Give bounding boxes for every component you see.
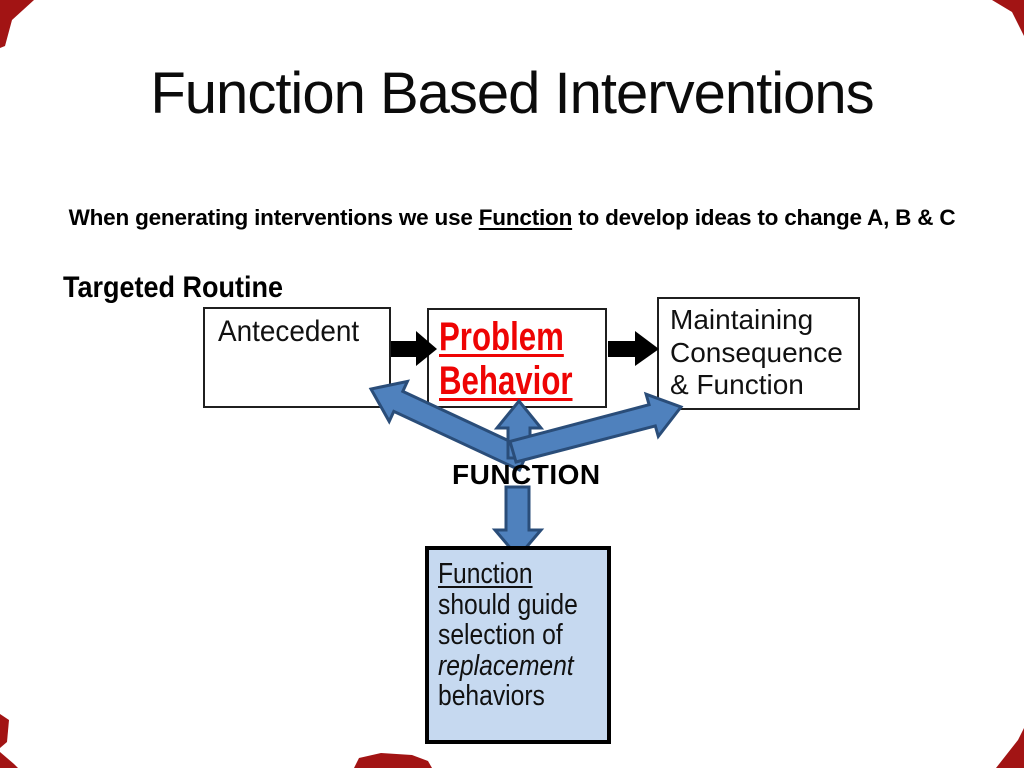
info-line-should-guide: should guide [438, 588, 578, 621]
corner-ornament-top-left [0, 0, 34, 48]
corner-ornament-bottom-left [0, 752, 18, 768]
edge-ornament-bottom [354, 753, 432, 768]
subtitle-function-underlined: Function [478, 205, 573, 230]
info-line-function: Function [438, 558, 533, 590]
targeted-routine-label: Targeted Routine [63, 271, 284, 304]
corner-ornament-top-right [992, 0, 1024, 36]
edge-ornament-left [0, 714, 9, 748]
problem-line: Problem [439, 315, 564, 359]
maintaining-consequence-box: Maintaining Consequence & Function [657, 297, 860, 410]
behavior-line: Behavior [439, 359, 573, 403]
function-arrow-up-icon [493, 398, 545, 460]
flow-arrow-problem-to-maintaining-icon [608, 331, 659, 366]
slide-title: Function Based Interventions [150, 61, 874, 126]
info-line-selection-of: selection of [438, 619, 563, 651]
antecedent-box: Antecedent [203, 307, 391, 408]
antecedent-label: Antecedent [218, 315, 360, 348]
subtitle-line: When generating interventions we use Fun… [0, 204, 1024, 232]
subtitle-pre: When generating interventions we use [68, 205, 479, 230]
corner-ornament-bottom-right [996, 728, 1024, 768]
problem-behavior-label: Problem Behavior [439, 315, 573, 403]
info-line-replacement: replacement [438, 649, 574, 682]
function-info-text: Function should guide selection of repla… [438, 559, 582, 712]
subtitle-post: to develop ideas to change A, B & C [572, 205, 956, 230]
function-info-box: Function should guide selection of repla… [425, 546, 611, 744]
function-label: FUNCTION [452, 459, 601, 490]
maintaining-consequence-label: Maintaining Consequence & Function [670, 304, 843, 400]
info-line-behaviors: behaviors [438, 680, 545, 712]
problem-behavior-box: Problem Behavior [427, 308, 607, 408]
